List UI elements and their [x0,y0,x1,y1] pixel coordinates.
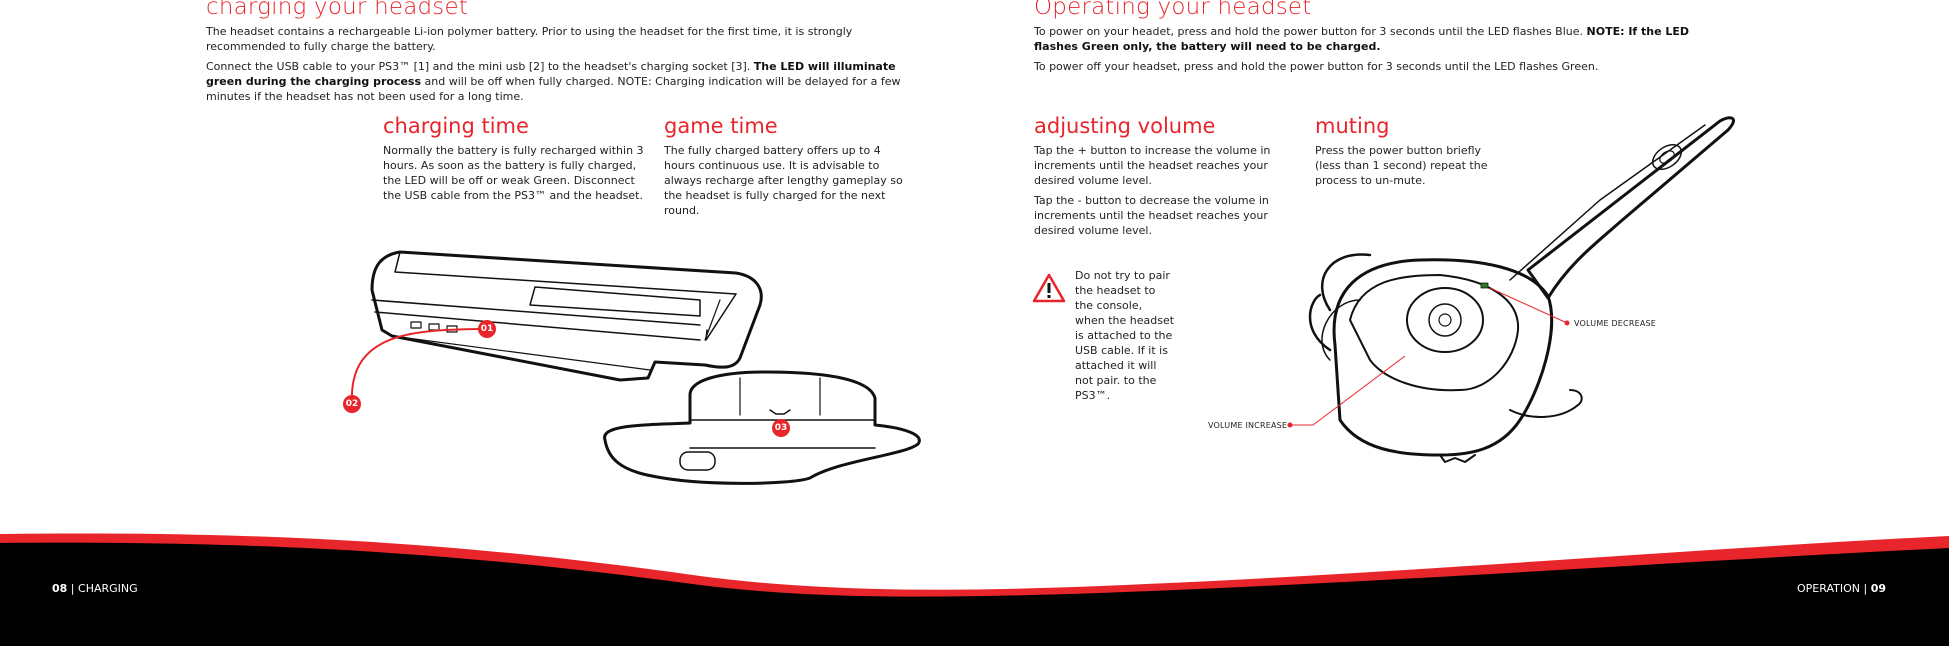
badge-02: 02 [343,395,361,413]
left-page-title: charging your headset [206,0,469,20]
adjusting-volume-text: Tap the + button to increase the volume … [1034,144,1271,237]
left-intro-para-1: The headset contains a rechargeable Li-i… [206,25,853,53]
volume-increase-callout: VOLUME INCREASE [1208,421,1288,430]
volume-decrease-callout: VOLUME DECREASE [1574,319,1657,328]
warning-text: Do not try to pair the headset to the co… [1075,269,1175,402]
badge-01: 01 [478,320,496,338]
badge-03: 03 [772,419,790,437]
footer-left: 08 | CHARGING [52,582,138,595]
left-intro-para-2: Connect the USB cable to your PS3™ [1] a… [206,60,901,103]
headset-illustration [1287,116,1735,463]
muting-heading: muting [1315,114,1390,138]
right-intro: To power on your headet, press and hold … [1034,24,1724,74]
footer-right: OPERATION | 09 [1797,582,1886,595]
game-time-heading: game time [664,114,778,138]
charging-time-text: Normally the battery is fully recharged … [383,144,644,202]
adjusting-volume-heading: adjusting volume [1034,114,1216,138]
left-intro: The headset contains a rechargeable Li-i… [206,24,906,104]
power-off-text: To power off your headset, press and hol… [1034,60,1599,73]
console-charging-illustration [350,250,921,485]
power-on-text: To power on your headet, press and hold … [1034,25,1690,53]
warning-triangle-icon [1032,273,1066,303]
charging-time-heading: charging time [383,114,529,138]
footer-band [0,533,1949,646]
right-page-title: Operating your headset [1034,0,1312,20]
muting-text: Press the power button briefly (less tha… [1315,144,1488,187]
game-time-text: The fully charged battery offers up to 4… [664,144,903,217]
